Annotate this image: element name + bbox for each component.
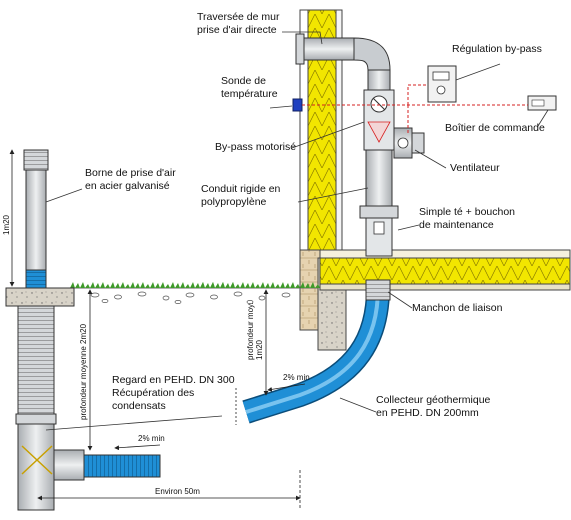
label-simple-te-line1: Simple té + bouchon xyxy=(419,206,515,218)
tee-with-maintenance-cap xyxy=(359,205,399,257)
control-wiring xyxy=(302,84,528,135)
slope-arrows xyxy=(114,383,306,451)
label-regard-line2: Récupération des xyxy=(112,387,194,399)
label-simple-te-line2: de maintenance xyxy=(419,219,494,231)
concrete-collar xyxy=(5,287,75,307)
dim-depth-1m20-line1: profondeur moy. xyxy=(246,302,255,360)
label-collecteur-line1: Collecteur géothermique xyxy=(376,394,491,406)
label-borne-line2: en acier galvanisé xyxy=(85,180,170,192)
leader-lines xyxy=(45,31,549,431)
dimension-lines xyxy=(9,149,301,510)
dim-depth-1m20-line2: 1m20 xyxy=(255,339,264,360)
manchon-de-liaison-coupling xyxy=(365,279,391,301)
horizontal-outlet-pipe xyxy=(53,449,161,481)
label-regard-line1: Regard en PEHD. DN 300 xyxy=(112,374,235,386)
label-boitier-de-commande: Boîtier de commande xyxy=(445,122,545,134)
label-borne-line1: Borne de prise d'air xyxy=(85,167,176,179)
bypass-regulation-box xyxy=(427,65,457,103)
air-intake-tower xyxy=(23,149,49,291)
motorized-bypass xyxy=(363,89,395,151)
grass-strip xyxy=(70,282,320,288)
label-conduit-line2: polypropylène xyxy=(201,196,267,208)
label-sonde-line1: Sonde de xyxy=(221,75,266,87)
label-regard-line3: condensats xyxy=(112,400,166,412)
dim-distance-50m: Environ 50m xyxy=(155,487,200,496)
dim-height-1m20: 1m20 xyxy=(2,214,11,235)
label-bypass-motorise: By-pass motorisé xyxy=(215,141,296,153)
floor-slab xyxy=(319,249,571,291)
fan-unit xyxy=(393,127,425,159)
label-traversee-line2: prise d'air directe xyxy=(197,24,277,36)
dim-slope-outlet: 2% min xyxy=(138,434,165,443)
label-manchon-de-liaison: Manchon de liaison xyxy=(412,302,503,314)
dim-depth-2m20: profondeur moyenne 2m20 xyxy=(79,323,88,420)
geothermal-collector-pipe xyxy=(242,287,390,424)
rigid-polypropylene-duct xyxy=(295,33,393,225)
label-regulation-bypass: Régulation by-pass xyxy=(452,43,542,55)
house-wall xyxy=(299,9,343,331)
label-traversee-line1: Traversée de mur xyxy=(197,11,280,23)
label-ventilateur: Ventilateur xyxy=(450,162,500,174)
label-sonde-line2: température xyxy=(221,88,278,100)
label-collecteur-line2: en PEHD. DN 200mm xyxy=(376,407,479,419)
pebbles xyxy=(90,291,291,304)
temperature-sensor-icon xyxy=(292,98,303,112)
regard-pehd-chamber xyxy=(15,305,57,511)
label-conduit-line1: Conduit rigide en xyxy=(201,183,281,195)
dim-slope-collector: 2% min xyxy=(283,373,310,382)
control-box xyxy=(527,95,557,111)
